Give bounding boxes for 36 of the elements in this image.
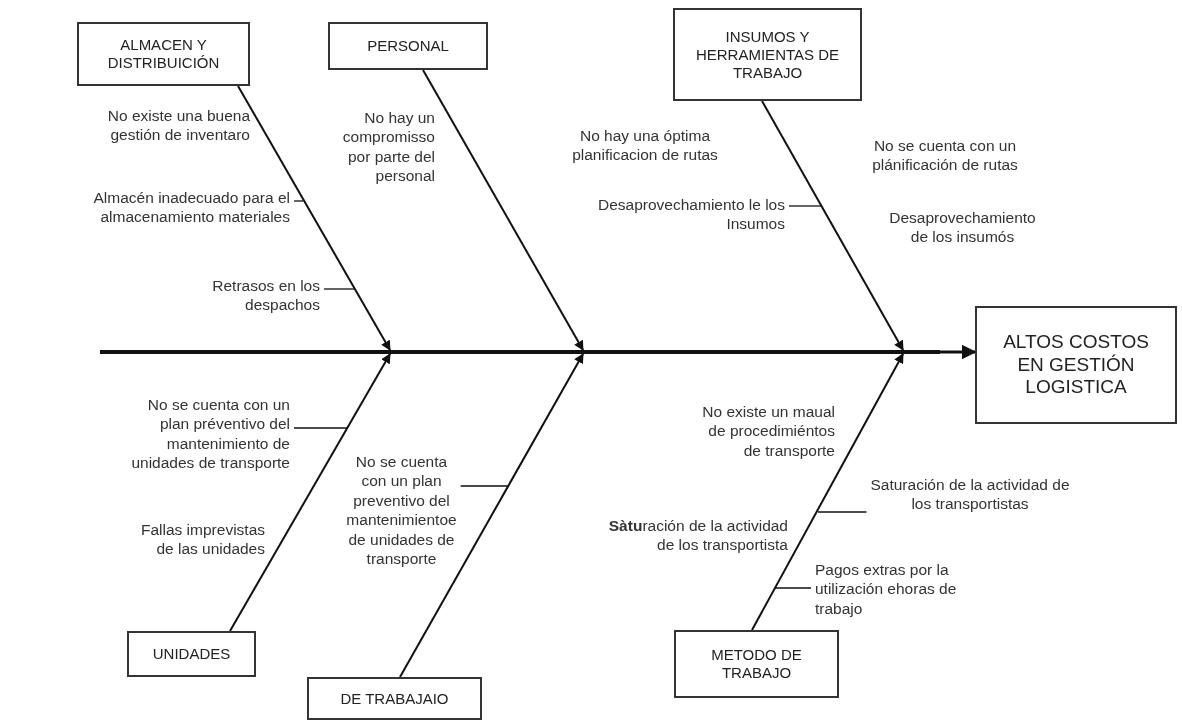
cause-text: Desaprovechamiento de los insumós bbox=[888, 208, 1037, 247]
cause-text: Almacén inadecuado para el almacenamiento materiales bbox=[80, 188, 290, 227]
category-box: ALMACEN Y DISTRIBUICIÓN bbox=[77, 22, 250, 86]
cause-text: No se cuenta con un plan préventivo del mantenimiento de unidades de transporte bbox=[125, 395, 290, 473]
cause-text: Retrasos en los despachos bbox=[170, 276, 320, 315]
cause-text: Fallas imprevistas de las unidades bbox=[139, 520, 265, 559]
arrow bbox=[229, 353, 391, 632]
cause-text: Saturación de la actividad de los transportistas bbox=[870, 475, 1070, 514]
sub-cause-line bbox=[788, 205, 822, 207]
category-box: INSUMOS Y HERRAMIENTAS DE TRABAJO bbox=[673, 8, 862, 101]
sub-cause-line bbox=[460, 485, 510, 487]
arrow bbox=[422, 69, 584, 351]
category-box: DE TRABAJAIO bbox=[307, 677, 482, 720]
sub-cause-line bbox=[293, 200, 304, 202]
arrow bbox=[940, 344, 977, 360]
arrow bbox=[399, 353, 584, 678]
cause-text: No hay una óptima planificacion de rutas bbox=[571, 126, 719, 165]
arrow bbox=[751, 353, 904, 631]
category-box: PERSONAL bbox=[328, 22, 488, 70]
cause-text: Sàturación de la actividad de los transportista bbox=[607, 516, 788, 555]
cause-text: No se cuenta con un plánificación de rutas bbox=[871, 136, 1019, 175]
arrow bbox=[237, 85, 391, 351]
category-box: UNIDADES bbox=[127, 631, 256, 677]
cause-text: No hay un compromisso por parte del personal bbox=[341, 108, 435, 186]
category-box: METODO DE TRABAJO bbox=[674, 630, 839, 698]
cause-text: Pagos extras por la utilización ehoras de trabajo bbox=[815, 560, 975, 619]
sub-cause-line bbox=[293, 427, 349, 429]
cause-text: No existe una buena gestión de inventaro bbox=[106, 106, 250, 145]
cause-text: No existe un maual de procedimiéntos de transporte bbox=[701, 402, 835, 461]
sub-cause-line bbox=[323, 288, 355, 290]
arrow bbox=[761, 100, 904, 351]
sub-cause-line bbox=[774, 587, 812, 589]
effect-box: ALTOS COSTOS EN GESTIÓN LOGISTICA bbox=[975, 306, 1177, 424]
cause-text: No se cuenta con un plan preventivo del mantenimientoe de unidades de transporte bbox=[343, 452, 460, 569]
sub-cause-line bbox=[817, 511, 868, 513]
cause-text: Desaprovechamiento le los Insumos bbox=[590, 195, 785, 234]
